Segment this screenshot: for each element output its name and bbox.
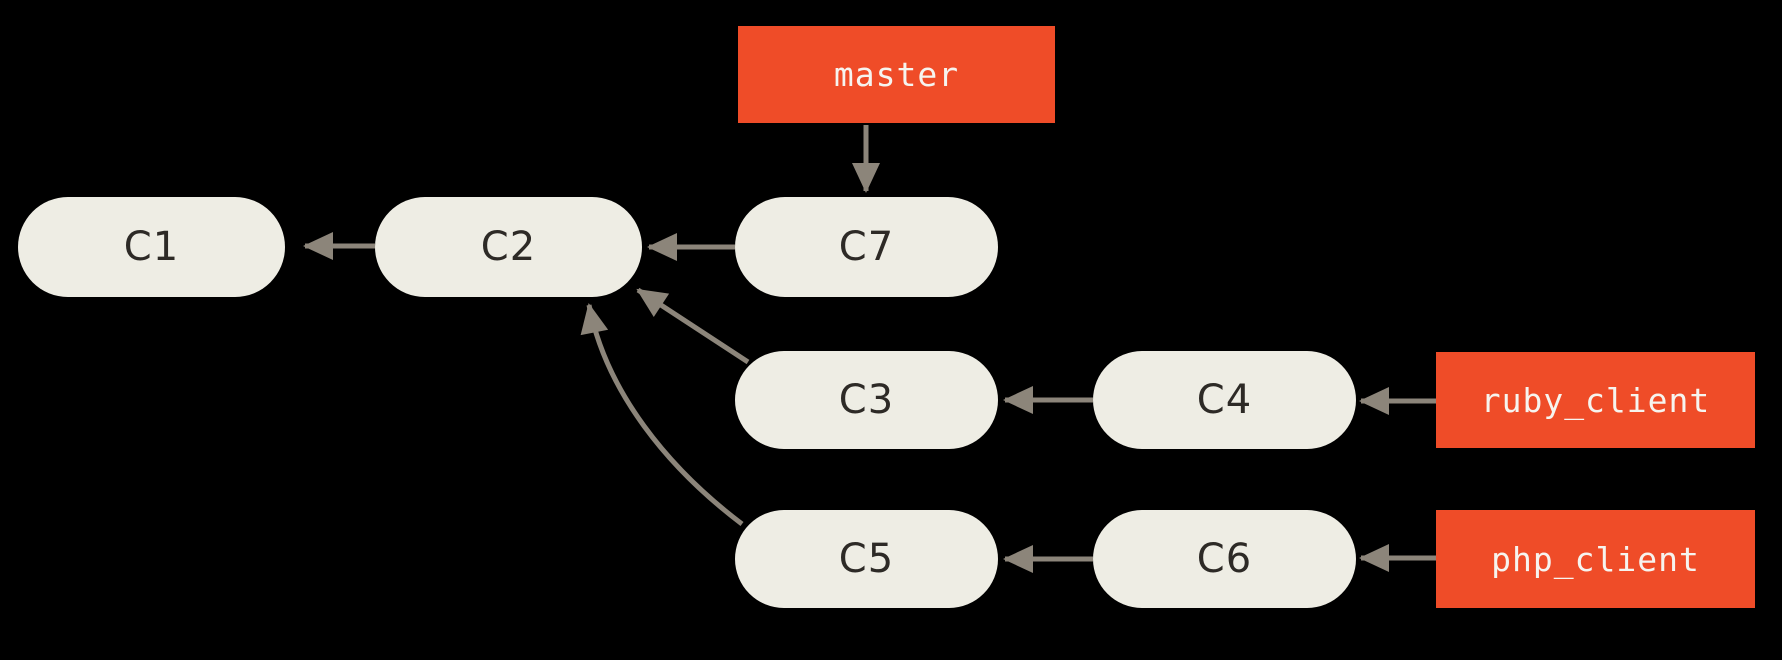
- branch-label-text: ruby_client: [1480, 380, 1711, 420]
- commit-node-c1: C1: [18, 197, 285, 297]
- commit-node-c7: C7: [735, 197, 998, 297]
- commit-label: C1: [123, 224, 180, 270]
- branch-label-php-client: php_client: [1436, 510, 1755, 608]
- commit-label: C2: [480, 224, 537, 270]
- commit-label: C7: [838, 224, 895, 270]
- commit-node-c4: C4: [1093, 351, 1356, 449]
- branch-label-ruby-client: ruby_client: [1436, 352, 1755, 448]
- edge-c3-to-c2: [636, 287, 750, 365]
- commit-node-c5: C5: [735, 510, 998, 608]
- branch-label-text: php_client: [1491, 539, 1700, 579]
- branch-label-master: master: [738, 26, 1055, 123]
- edge-c5-to-c2: [580, 303, 744, 526]
- branch-label-text: master: [833, 55, 960, 94]
- commit-node-c6: C6: [1093, 510, 1356, 608]
- commit-label: C4: [1196, 377, 1253, 423]
- commit-label: C5: [838, 536, 895, 582]
- commit-node-c3: C3: [735, 351, 998, 449]
- commit-label: C6: [1196, 536, 1253, 582]
- commit-label: C3: [838, 377, 895, 423]
- commit-node-c2: C2: [375, 197, 642, 297]
